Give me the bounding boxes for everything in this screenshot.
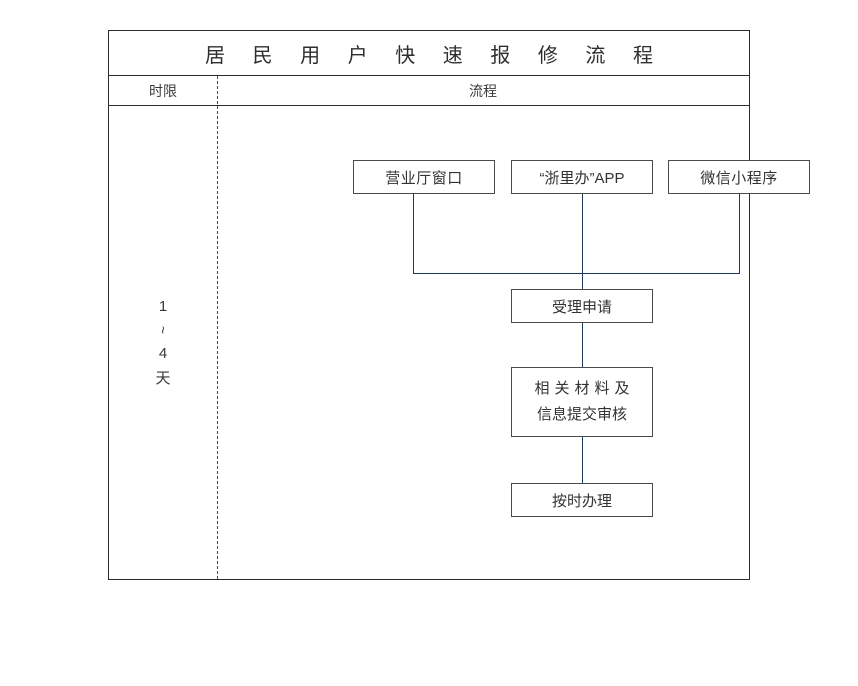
flowchart-table-frame: 居 民 用 户 快 速 报 修 流 程 时限 流程 1 ~ 4 天 — [108, 30, 810, 580]
time-limit-unit: 天 — [155, 370, 171, 387]
node-step-process-on-time-label: 按时办理 — [551, 492, 612, 510]
node-source-service-hall-label: 营业厅窗口 — [385, 169, 463, 187]
connector-bus-to-step-1 — [581, 273, 583, 290]
time-limit-range-mark: ~ — [154, 325, 171, 335]
node-step-accept-application-label: 受理申请 — [551, 298, 612, 316]
table-header-row: 时限 流程 — [109, 76, 749, 106]
node-source-wechat-miniprogram[interactable]: 微信小程序 — [668, 160, 810, 194]
node-step-submit-materials-line-1: 相关材料及 — [534, 379, 635, 397]
node-source-zhelibai-app[interactable]: “浙里办”APP — [511, 160, 653, 194]
node-step-accept-application[interactable]: 受理申请 — [511, 289, 653, 323]
connector-step-1-to-step-2 — [581, 322, 583, 368]
node-step-submit-materials-review[interactable]: 相关材料及 信息提交审核 — [511, 367, 653, 437]
node-source-wechat-miniprogram-label: 微信小程序 — [700, 169, 778, 187]
time-limit-stack: 1 ~ 4 天 — [154, 294, 171, 391]
header-cell-time-limit: 时限 — [149, 82, 177, 99]
connector-step-2-to-step-3 — [581, 436, 583, 484]
chart-title: 居 民 用 户 快 速 报 修 流 程 — [204, 44, 664, 67]
connector-merge-bus — [412, 273, 740, 275]
node-source-zhelibai-app-label: “浙里办”APP — [539, 169, 625, 187]
node-step-process-on-time[interactable]: 按时办理 — [511, 483, 653, 517]
connector-source-3-drop — [738, 194, 740, 274]
time-limit-cell: 1 ~ 4 天 — [109, 106, 217, 579]
column-divider-dashed — [217, 76, 218, 579]
node-step-submit-materials-line-2: 信息提交审核 — [536, 406, 627, 423]
connector-source-1-drop — [412, 194, 414, 274]
table-body: 1 ~ 4 天 营业厅窗口 — [109, 106, 810, 579]
connector-source-2-drop — [581, 194, 583, 274]
header-cell-flow: 流程 — [469, 82, 497, 99]
title-row: 居 民 用 户 快 速 报 修 流 程 — [109, 31, 749, 76]
time-limit-end: 4 — [158, 345, 168, 362]
node-source-service-hall[interactable]: 营业厅窗口 — [353, 160, 495, 194]
time-limit-start: 1 — [158, 298, 168, 315]
flow-diagram: 营业厅窗口 “浙里办”APP 微信小程序 受理申请 相关材料及 信息提交审核 — [217, 106, 810, 579]
